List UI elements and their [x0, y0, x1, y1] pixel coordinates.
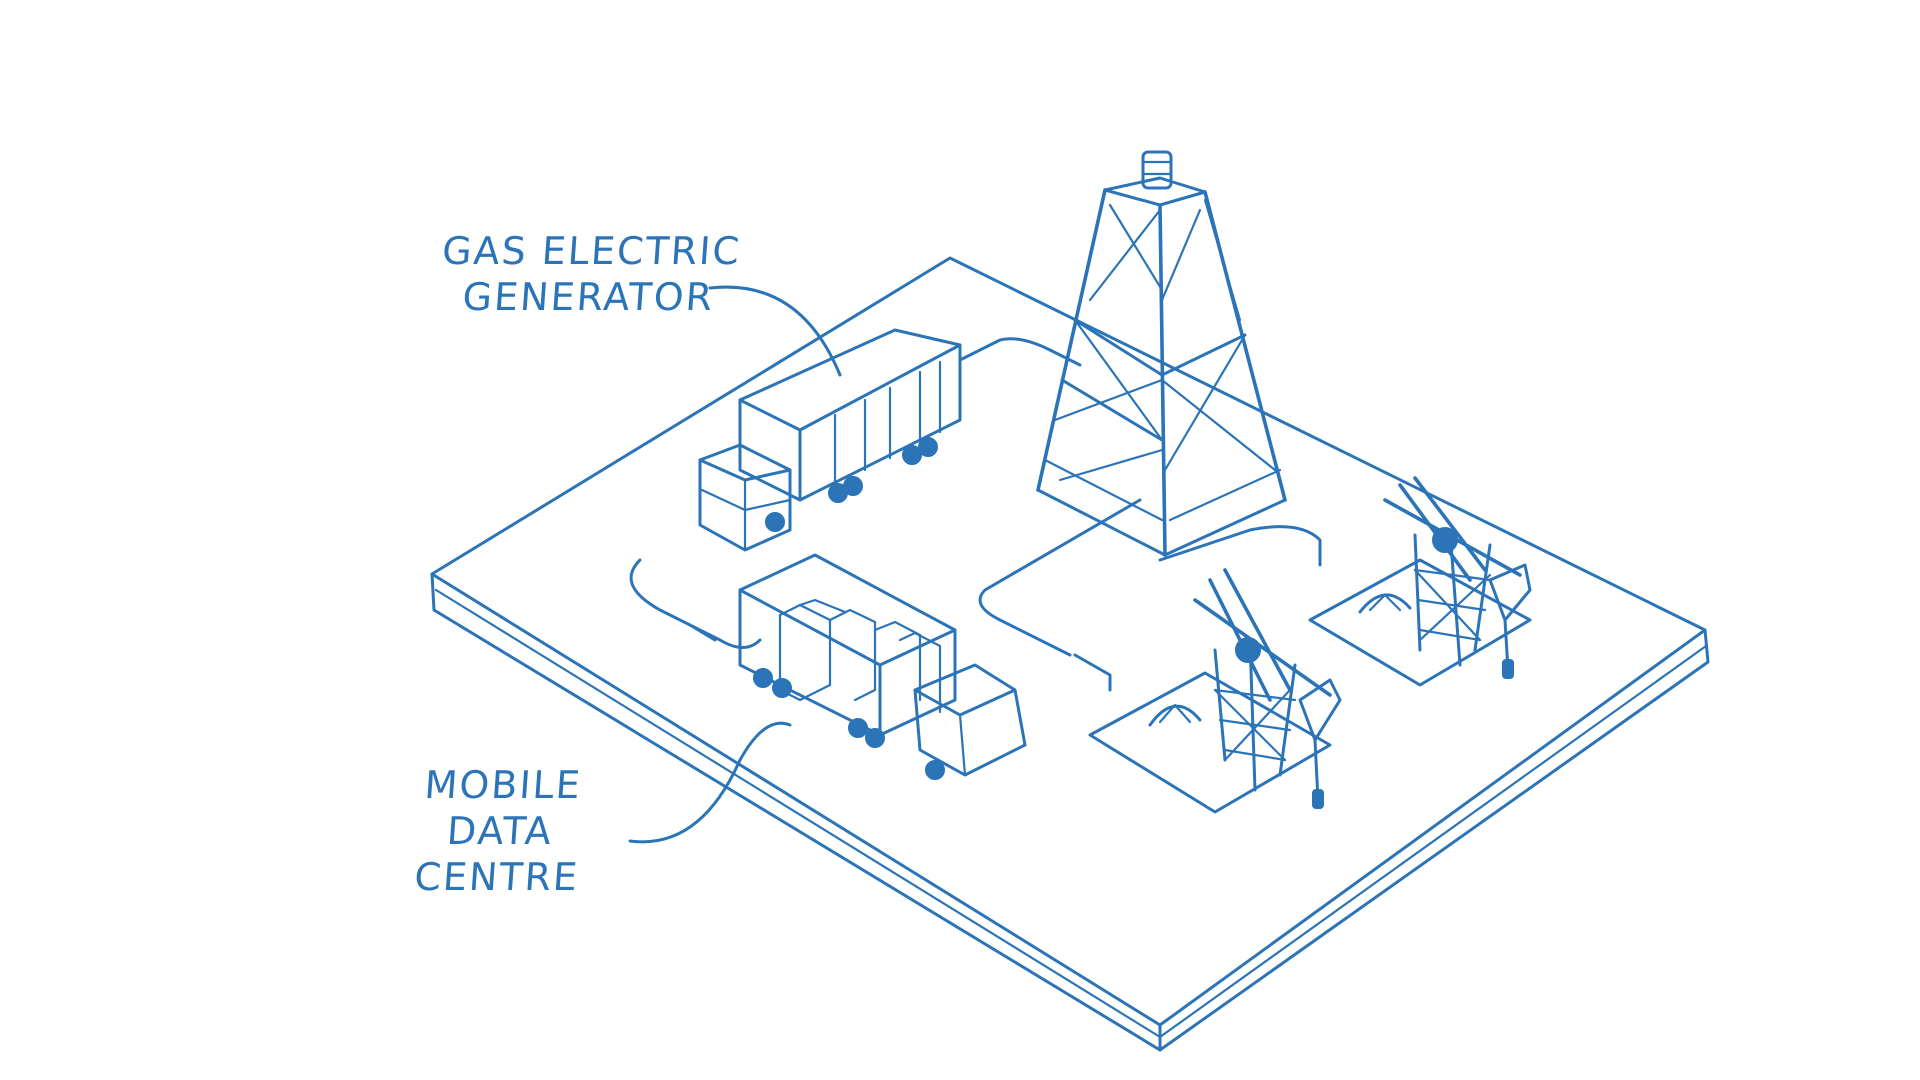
- data-centre-truck: [738, 553, 1027, 780]
- generator-label: GAS ELECTRIC GENERATOR: [437, 228, 743, 320]
- generator-label-line2: GENERATOR: [461, 275, 716, 319]
- pumpjack-front: [1088, 568, 1342, 814]
- label-leaders: [628, 285, 842, 844]
- data-centre-label-line2: DATA CENTRE: [412, 809, 581, 899]
- generator-truck: [698, 328, 962, 552]
- data-centre-leader: [628, 721, 792, 844]
- ground-platform: [430, 256, 1710, 1052]
- generator-label-line1: GAS ELECTRIC: [440, 229, 743, 273]
- generator-leader: [708, 285, 842, 377]
- drilling-derrick: [1036, 150, 1287, 557]
- data-centre-label-line1: MOBILE: [423, 763, 584, 807]
- data-centre-label: MOBILE DATA CENTRE: [360, 762, 640, 900]
- connection-cables: [629, 337, 1322, 692]
- pumpjack-back: [1308, 476, 1532, 687]
